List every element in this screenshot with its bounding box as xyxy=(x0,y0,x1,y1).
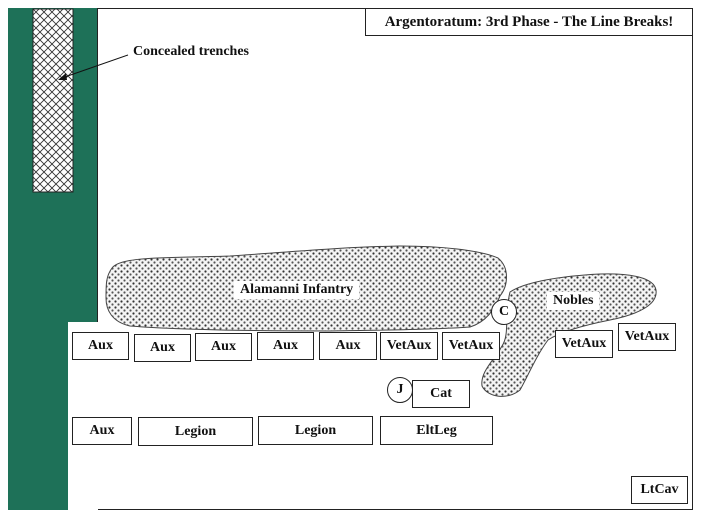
unit-aux-4: Aux xyxy=(257,332,314,360)
unit-aux-1: Aux xyxy=(72,332,129,360)
unit-vetaux-4: VetAux xyxy=(618,323,676,351)
unit-legion-2: Legion xyxy=(258,416,373,445)
unit-cat: Cat xyxy=(412,380,470,408)
unit-vetaux-2: VetAux xyxy=(442,332,500,360)
unit-eltleg: EltLeg xyxy=(380,416,493,445)
unit-ltcav: LtCav xyxy=(631,476,688,504)
diagram-title: Argentoratum: 3rd Phase - The Line Break… xyxy=(365,8,693,36)
nobles-label: Nobles xyxy=(547,292,600,310)
unit-legion-1: Legion xyxy=(138,417,253,446)
unit-vetaux-3: VetAux xyxy=(555,330,613,358)
nobles-mass xyxy=(481,273,657,397)
alamanni-infantry-label: Alamanni Infantry xyxy=(234,281,360,299)
trenches-annotation: Concealed trenches xyxy=(133,44,249,59)
trenches-pointer-head xyxy=(58,73,67,80)
unit-aux-6: Aux xyxy=(72,417,132,445)
marker-j: J xyxy=(387,377,413,403)
trenches-pointer xyxy=(61,54,129,79)
concealed-trenches xyxy=(32,8,74,193)
marker-c: C xyxy=(491,299,517,325)
unit-aux-5: Aux xyxy=(319,332,377,360)
unit-vetaux-1: VetAux xyxy=(380,332,438,360)
unit-aux-2: Aux xyxy=(134,334,191,362)
unit-aux-3: Aux xyxy=(195,333,252,361)
